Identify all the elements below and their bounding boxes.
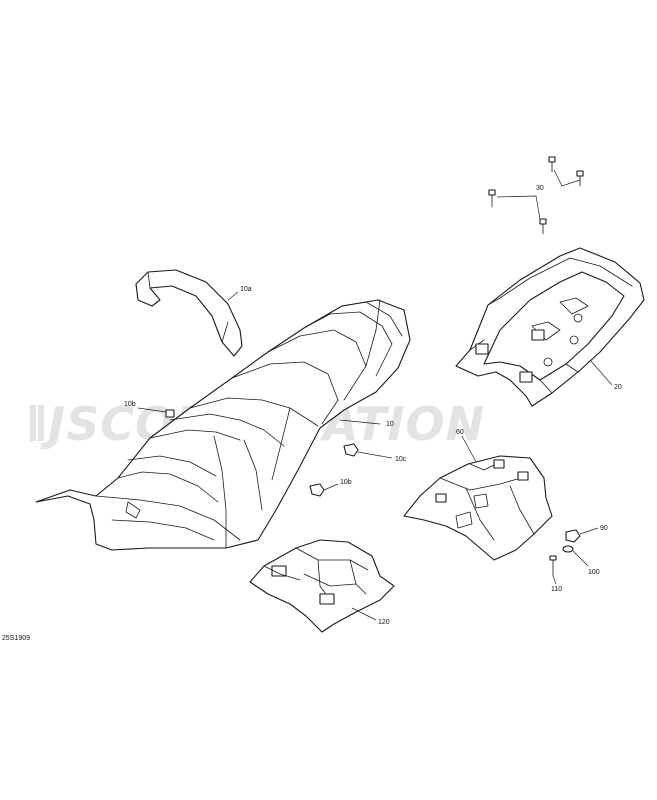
part-10-seat xyxy=(35,299,411,551)
part-20-grab-handle xyxy=(455,247,645,407)
callout-10a: 10a xyxy=(240,286,252,293)
callout-30: 30 xyxy=(536,185,544,192)
callout-10c: 10c xyxy=(395,456,407,463)
part-110-screw xyxy=(549,555,557,585)
callout-100: 100 xyxy=(588,569,600,576)
callout-90: 90 xyxy=(600,525,608,532)
part-10b-clip-upper xyxy=(137,407,175,418)
part-90-nut xyxy=(565,527,599,543)
part-10b-clip-lower xyxy=(309,483,339,497)
callout-10b-upper: 10b xyxy=(124,401,136,408)
callout-120: 120 xyxy=(378,619,390,626)
callout-10: 10 xyxy=(386,421,394,428)
part-10c-clip xyxy=(343,443,393,459)
callout-110: 110 xyxy=(551,586,562,593)
drawing-number: 25S1909 xyxy=(2,635,30,642)
callout-labels: 30 10a 10b 10 10c 10b 20 60 90 100 110 1… xyxy=(2,185,622,642)
callout-10b-lower: 10b xyxy=(340,479,352,486)
callout-20: 20 xyxy=(614,384,622,391)
part-30-bolts xyxy=(488,156,584,235)
part-100-washer xyxy=(562,545,589,567)
part-10a-strap xyxy=(135,269,243,357)
callout-60: 60 xyxy=(456,429,464,436)
part-60-rear-cover xyxy=(403,435,553,561)
part-120-storage-tray xyxy=(249,539,395,633)
